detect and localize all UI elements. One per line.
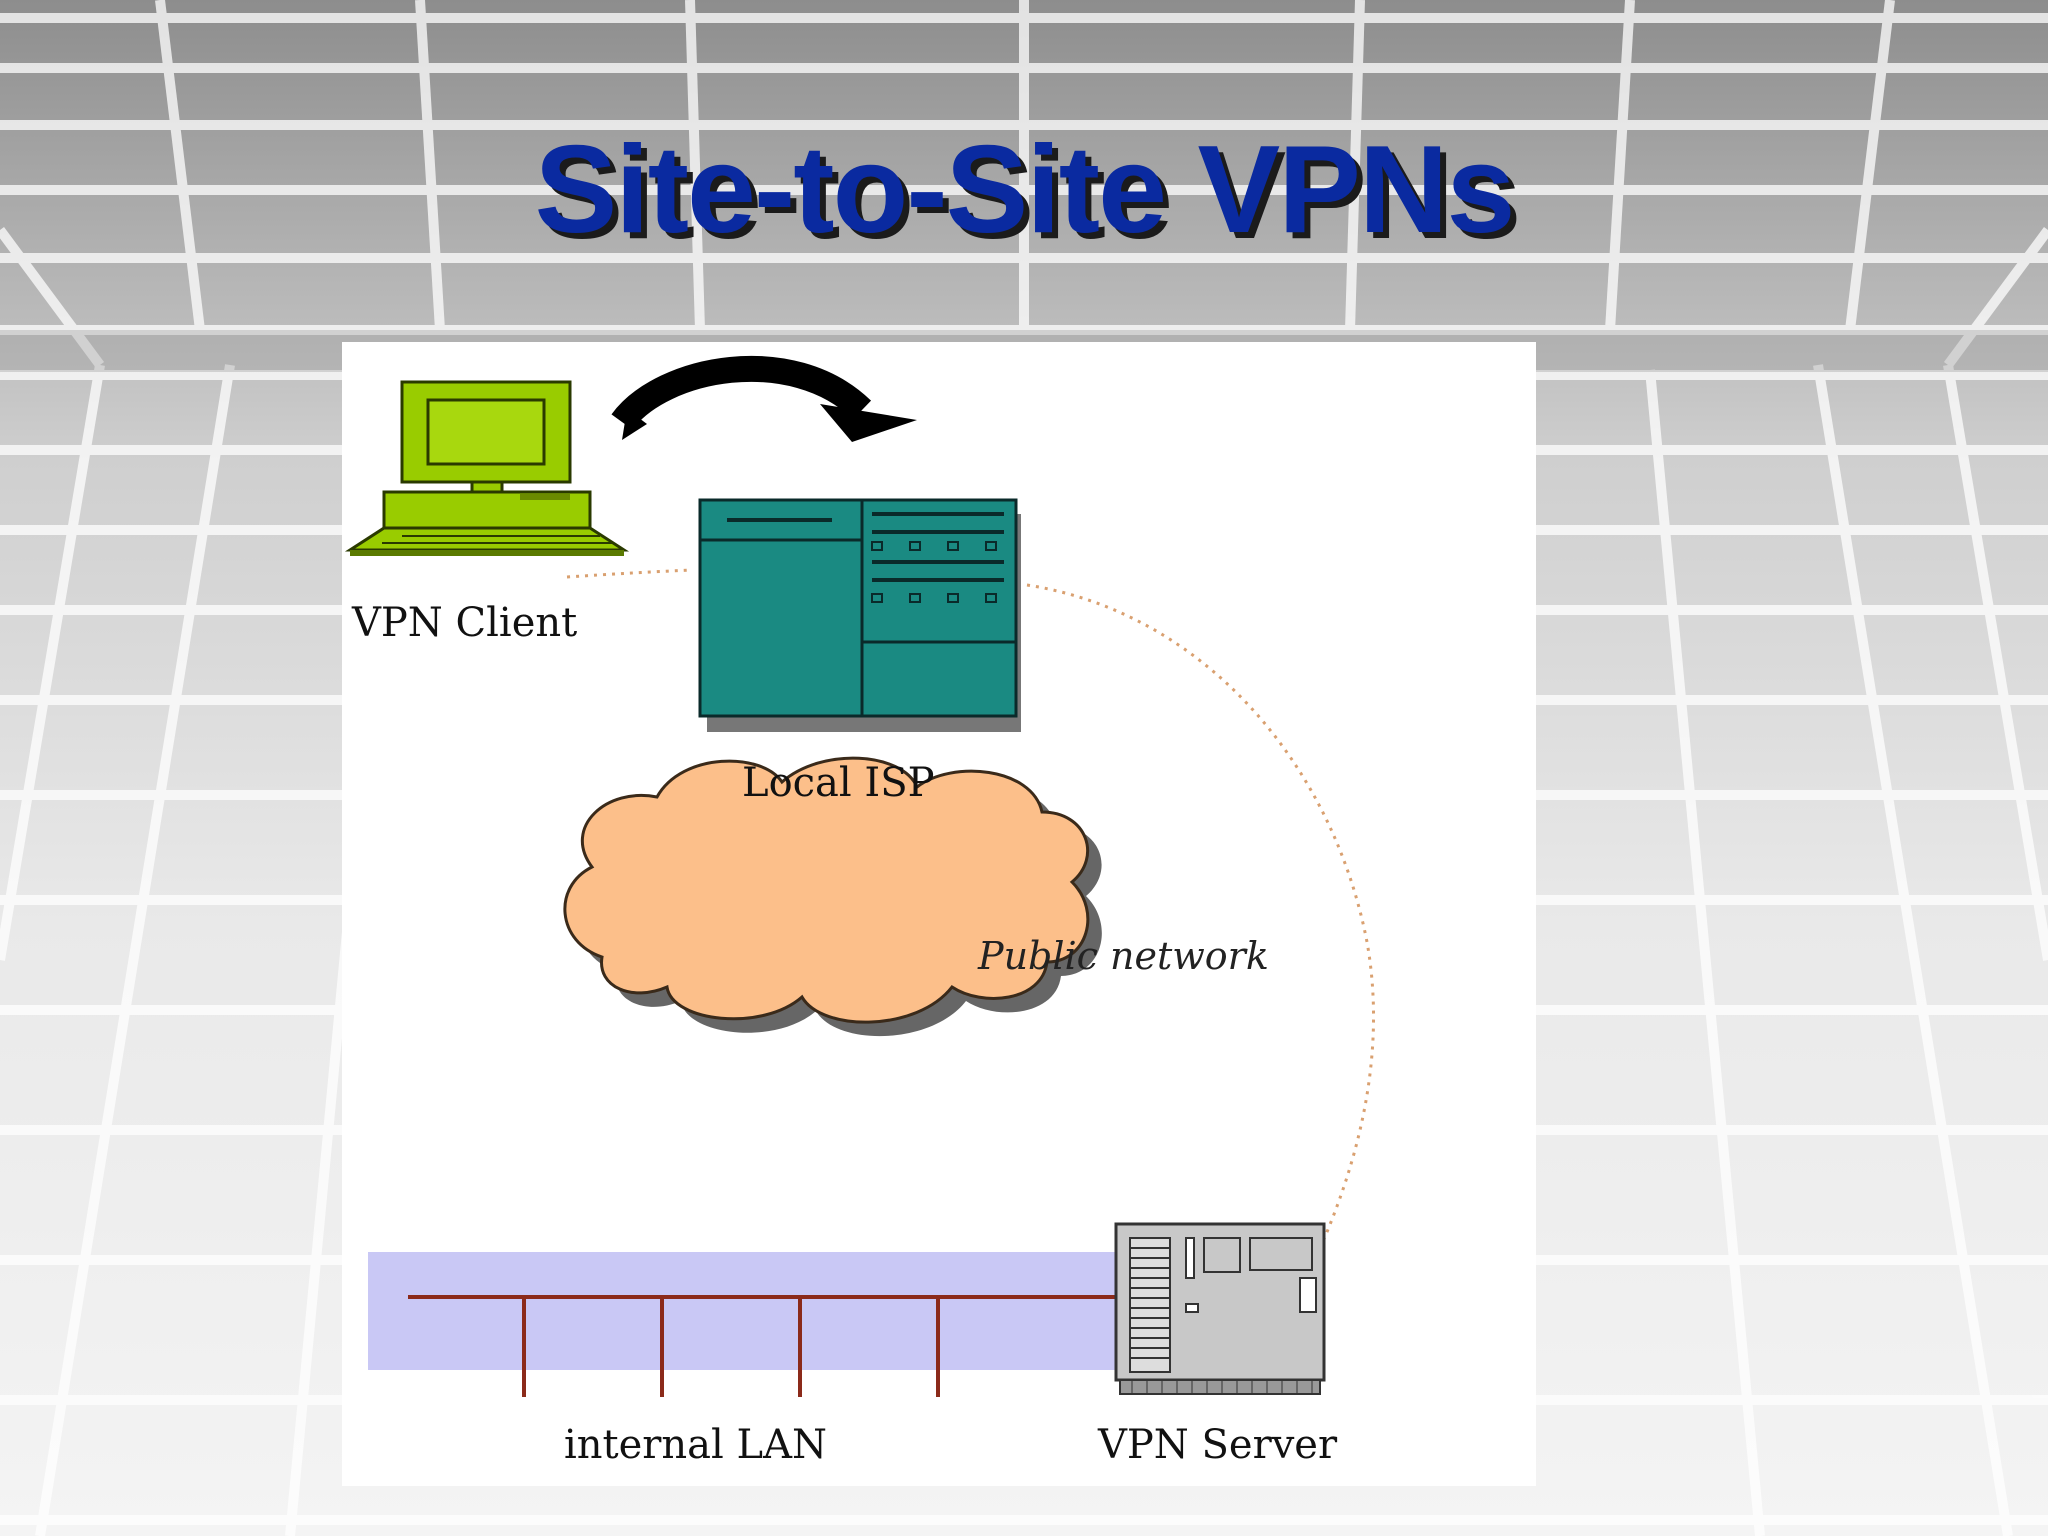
- vpn-client-label: VPN Client: [352, 600, 578, 646]
- lan-bus-icon: [368, 1252, 1170, 1397]
- vpn-diagram: [344, 355, 1376, 1397]
- laptop-computer-icon: [344, 380, 630, 556]
- local-isp-label: Local ISP: [742, 760, 935, 806]
- diagram-panel: VPN Client Local ISP Public network inte…: [342, 342, 1536, 1486]
- curved-arrow-icon: [611, 355, 917, 442]
- vpn-server-label: VPN Server: [1098, 1422, 1338, 1468]
- internal-lan-label: internal LAN: [564, 1422, 827, 1468]
- cloud-icon: [563, 756, 1102, 1037]
- connection-lines: [566, 568, 1376, 1343]
- slide-title: Site-to-Site VPNs: [534, 121, 1516, 259]
- server-icon: [1114, 1222, 1326, 1395]
- server-rack-icon: [698, 498, 1021, 732]
- public-network-label: Public network: [978, 934, 1269, 978]
- client-to-isp-link: [566, 568, 693, 579]
- isp-to-server-link: [1026, 583, 1376, 1343]
